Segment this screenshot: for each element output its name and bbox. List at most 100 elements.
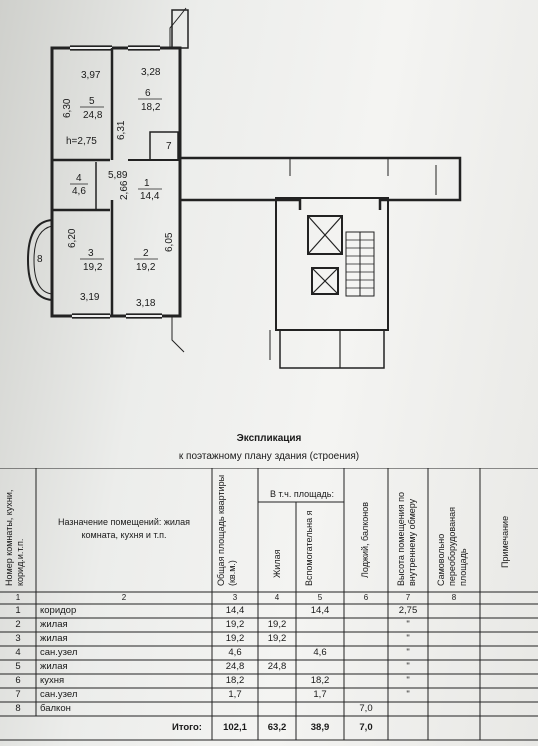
document-subtitle: к поэтажному плану здания (строения) xyxy=(178,451,360,462)
header-self-built: Самовольно переоборудованая площадь xyxy=(436,507,468,586)
totals-total: 102,1 xyxy=(223,722,247,733)
row-number: 1 xyxy=(15,605,21,616)
room-area: 24,8 xyxy=(83,110,103,121)
floor-plan: 3,97 3,28 6,30 6,31 5,89 2,66 6,20 6,05 … xyxy=(26,7,462,369)
row-loggia xyxy=(344,688,388,702)
row-name: жилая xyxy=(40,661,68,672)
row-aux: 4,6 xyxy=(313,647,327,658)
col-number: 8 xyxy=(451,593,457,602)
col-number: 6 xyxy=(363,593,369,602)
row-height: " xyxy=(406,647,410,658)
row-height: " xyxy=(406,661,410,672)
row-name: кухня xyxy=(40,675,65,686)
row-number: 3 xyxy=(15,633,21,644)
row-living: 19,2 xyxy=(267,633,287,644)
ceiling-height: h=2,75 xyxy=(66,136,97,147)
totals-living: 63,2 xyxy=(267,722,287,733)
room-area: 18,2 xyxy=(141,102,161,113)
row-loggia xyxy=(344,660,388,674)
row-total: 14,4 xyxy=(225,605,245,616)
header-room-number: Номер комнаты, кухни, корид.и.т.п. xyxy=(4,489,25,586)
header-incl-area: В т.ч. площадь: xyxy=(270,489,334,499)
col-number: 4 xyxy=(274,593,280,602)
col-number: 3 xyxy=(232,593,238,602)
row-number: 8 xyxy=(15,703,21,714)
header-loggia: Лоджий, балконов xyxy=(360,501,370,578)
row-number: 5 xyxy=(15,661,21,672)
totals-loggia: 7,0 xyxy=(359,722,373,733)
dim-label: 3,19 xyxy=(80,292,100,303)
row-loggia xyxy=(344,632,388,646)
dim-label: 6,20 xyxy=(67,228,78,248)
dim-label: 6,31 xyxy=(116,120,127,140)
apartment-outline xyxy=(50,46,182,318)
col-number: 7 xyxy=(405,593,411,602)
row-aux xyxy=(296,618,344,632)
room-number: 8 xyxy=(37,254,43,265)
room-number: 5 xyxy=(89,96,95,107)
row-aux xyxy=(296,702,344,716)
row-total xyxy=(212,702,258,716)
row-number: 6 xyxy=(15,675,21,686)
row-aux: 18,2 xyxy=(310,675,330,686)
row-living xyxy=(258,604,296,618)
room-number: 2 xyxy=(143,248,149,259)
row-name: коридор xyxy=(40,605,77,616)
row-height: " xyxy=(406,619,410,630)
col-number: 5 xyxy=(317,593,323,602)
row-living xyxy=(258,674,296,688)
row-total: 18,2 xyxy=(225,675,245,686)
room-number: 7 xyxy=(166,141,172,152)
room-number: 3 xyxy=(88,248,94,259)
dim-label: 6,30 xyxy=(62,98,73,118)
row-name: сан.узел xyxy=(40,689,78,700)
col-number: 2 xyxy=(121,593,127,602)
room-area: 19,2 xyxy=(83,262,103,273)
row-loggia xyxy=(344,604,388,618)
row-total: 1,7 xyxy=(228,689,242,700)
row-living: 19,2 xyxy=(267,619,287,630)
row-loggia: 7,0 xyxy=(359,703,373,714)
header-total-area: Общая площадь квартиры (кв.м.) xyxy=(216,474,237,586)
row-number: 4 xyxy=(15,647,21,658)
dim-label: 6,05 xyxy=(164,232,175,252)
row-number: 2 xyxy=(15,619,21,630)
row-living xyxy=(258,646,296,660)
header-auxiliary: Вспомогательна я xyxy=(304,510,314,587)
row-living: 24,8 xyxy=(267,661,287,672)
header-note: Примечание xyxy=(500,515,510,568)
row-aux xyxy=(296,632,344,646)
row-loggia xyxy=(344,646,388,660)
row-name: жилая xyxy=(40,619,68,630)
row-total: 19,2 xyxy=(225,633,245,644)
row-loggia xyxy=(344,618,388,632)
row-living xyxy=(258,688,296,702)
totals-aux: 38,9 xyxy=(310,722,330,733)
row-living xyxy=(258,702,296,716)
explication-table: Номер комнаты, кухни, корид.и.т.п. Назна… xyxy=(0,468,538,746)
room-area: 19,2 xyxy=(136,262,156,273)
row-height: " xyxy=(406,675,410,686)
totals-label: Итого: xyxy=(172,722,202,733)
row-total: 4,6 xyxy=(228,647,242,658)
room-number: 4 xyxy=(76,173,82,184)
row-height: 2,75 xyxy=(398,605,418,616)
room-number: 6 xyxy=(145,88,151,99)
row-total: 19,2 xyxy=(225,619,245,630)
dim-label: 3,97 xyxy=(81,70,101,81)
row-aux xyxy=(296,660,344,674)
dim-label: 5,89 xyxy=(108,170,128,181)
dim-label: 2,66 xyxy=(119,180,130,200)
row-name: жилая xyxy=(40,633,68,644)
header-purpose: Назначение помещений: жилая комната, кух… xyxy=(57,517,191,540)
row-height xyxy=(388,702,428,716)
row-number: 7 xyxy=(15,689,21,700)
row-name: балкон xyxy=(40,703,71,714)
row-height: " xyxy=(406,633,410,644)
row-aux: 14,4 xyxy=(310,605,330,616)
table-grid xyxy=(0,468,538,741)
header-living: Жилая xyxy=(272,549,282,578)
row-loggia xyxy=(344,674,388,688)
row-total: 24,8 xyxy=(225,661,245,672)
